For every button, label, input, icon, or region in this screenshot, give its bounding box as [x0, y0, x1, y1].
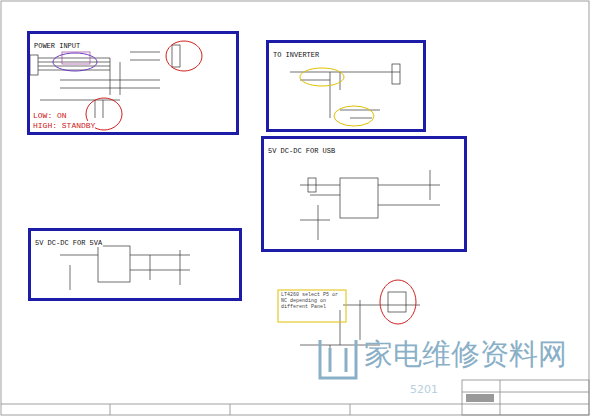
state-note: HIGH: STANDBY: [33, 121, 95, 130]
section-box: 5V DC-DC FOR USB: [261, 136, 467, 252]
section-box: 5V DC-DC FOR 5VA: [28, 228, 242, 301]
state-note: LOW: ON: [33, 111, 67, 120]
watermark: 家电维修资料网: [364, 338, 567, 371]
section-heading: 5V DC-DC FOR USB: [267, 147, 336, 155]
section-heading: TO INVERTER: [272, 51, 320, 59]
section-box: TO INVERTER: [266, 40, 426, 132]
watermark-url: 5201: [410, 384, 438, 397]
watermark-logo: [320, 340, 356, 378]
panel-note: LT4260 select P5 or NC depending on diff…: [281, 293, 343, 310]
section-heading: 5V DC-DC FOR 5VA: [34, 239, 103, 247]
section-heading: POWER INPUT: [33, 42, 81, 50]
title-block: [462, 380, 589, 415]
